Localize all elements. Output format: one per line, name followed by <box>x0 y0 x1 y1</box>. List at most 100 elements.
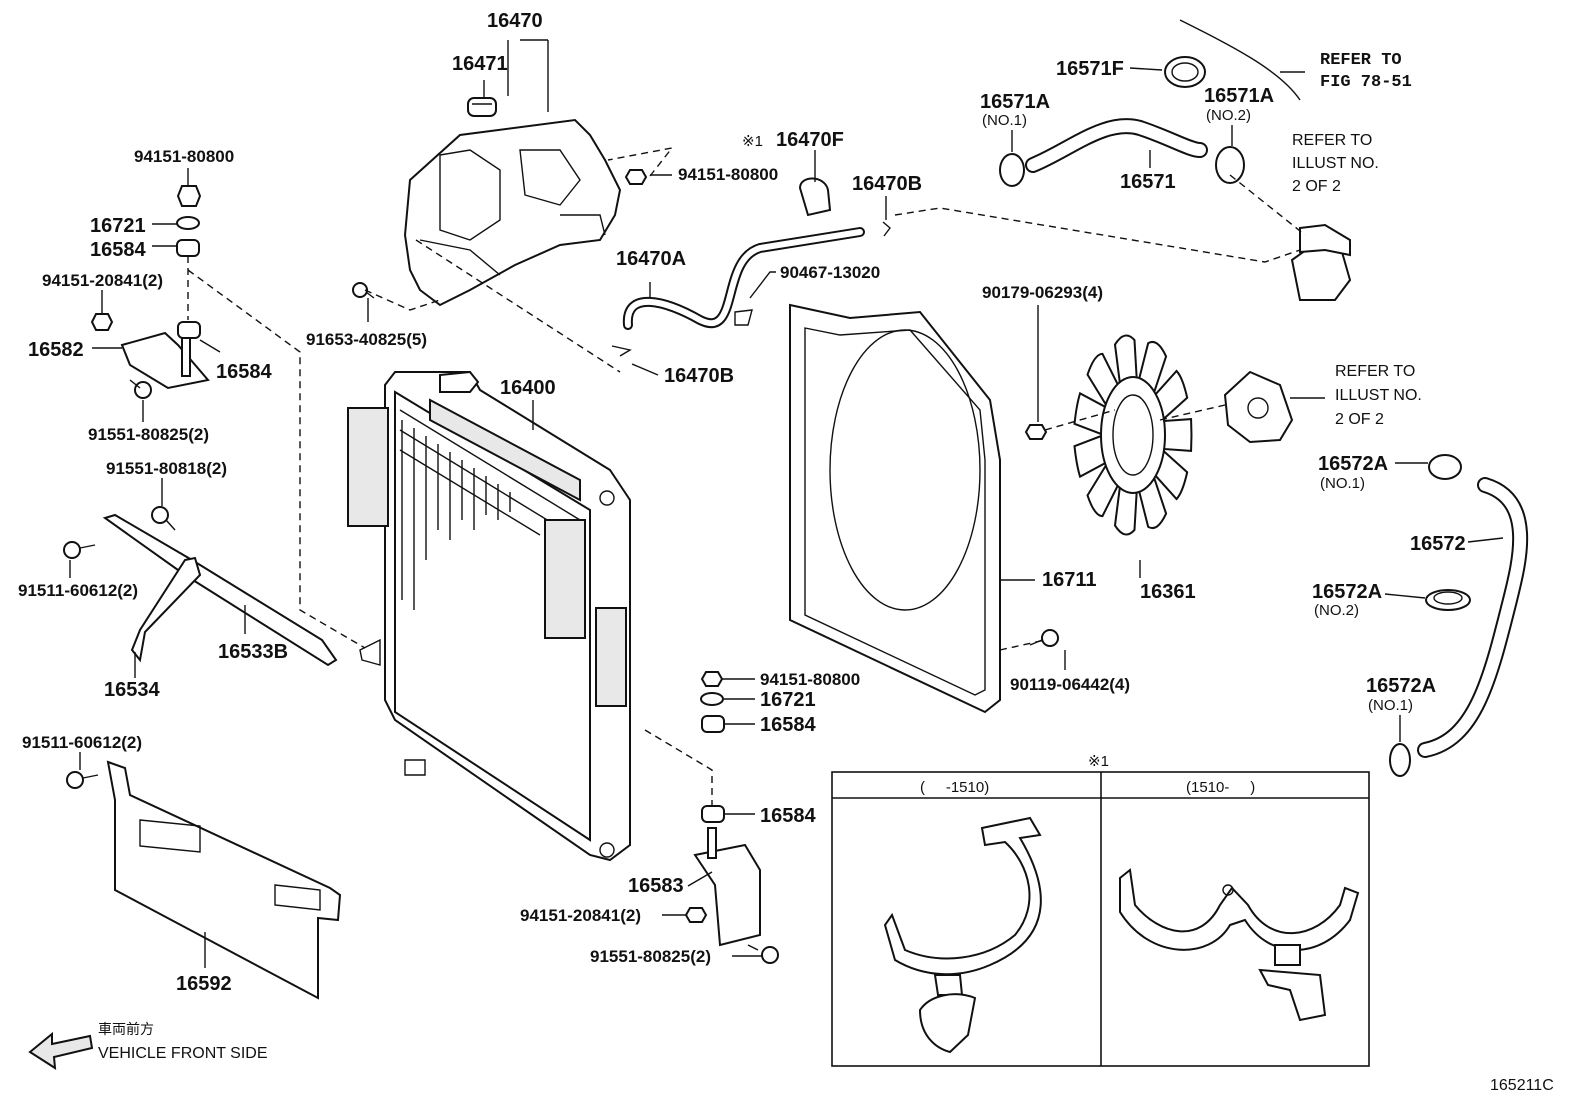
hose-clamp-16571A-no1 <box>999 153 1025 187</box>
bolt-91551-80825-left <box>129 379 152 399</box>
fan-blade <box>1113 334 1139 391</box>
figure-id: 165211C <box>1490 1077 1554 1094</box>
label-16470B-a: 16470B <box>852 173 922 195</box>
bolt-91653-40825 <box>352 282 375 299</box>
label-16572A-3-no: (NO.1) <box>1368 697 1413 714</box>
label-94151-20841-left: 94151-20841(2) <box>42 271 163 290</box>
radiator-assembly <box>347 370 631 862</box>
label-16361: 16361 <box>1140 581 1196 603</box>
fan-shroud-upper <box>403 118 622 307</box>
label-16571A-2: 16571A <box>1204 85 1274 107</box>
label-16470F: 16470F <box>776 129 844 151</box>
hose-clamp-16572A-mid <box>1425 589 1471 611</box>
label-94151-80800-upper: 94151-80800 <box>678 165 778 184</box>
label-16584-right-a: 16584 <box>760 714 816 736</box>
label-16470A: 16470A <box>616 248 686 270</box>
label-91551-80825-left: 91551-80825(2) <box>88 425 209 444</box>
bolt-91511-60612-b <box>66 771 99 789</box>
label-16584-left: 16584 <box>216 361 272 383</box>
reservoir-hose <box>622 227 865 330</box>
label-90119-06442: 90119-06442(4) <box>1010 675 1130 694</box>
fan-blade <box>1073 433 1109 479</box>
inset-labels: ※1 ( -1510) (1510- ) <box>920 753 1255 796</box>
air-guide-16592 <box>106 760 342 1000</box>
label-94151-20841-bottom: 94151-20841(2) <box>520 906 641 925</box>
label-90179-06293: 90179-06293(4) <box>982 283 1103 302</box>
label-16571A-1: 16571A <box>980 91 1050 113</box>
bolt-91511-60612-a <box>63 541 96 559</box>
label-16721-top: 16721 <box>90 215 146 237</box>
label-16572A-1-no: (NO.1) <box>1320 475 1365 492</box>
label-16533B: 16533B <box>218 641 288 663</box>
refer-illust-a-line3: 2 OF 2 <box>1292 178 1341 195</box>
label-16584-right-b: 16584 <box>760 805 816 827</box>
hose-clamp-16572A-top <box>1428 454 1462 480</box>
fan-blade <box>1113 479 1139 536</box>
refer-illust-a-line1: REFER TO <box>1292 132 1372 149</box>
stay-16534 <box>130 556 202 663</box>
label-16721-right: 16721 <box>760 689 816 711</box>
vehicle-front-arrow-icon <box>28 1031 94 1070</box>
front-japanese: 車両前方 <box>98 1021 154 1038</box>
refer-illust-b-line3: 2 OF 2 <box>1335 411 1384 428</box>
label-91511-60612-b: 91511-60612(2) <box>22 733 142 752</box>
cushion-16584-right-a <box>701 715 725 733</box>
nut-94151-80800-upper <box>624 169 648 185</box>
inset-mark: ※1 <box>1088 753 1109 770</box>
cushion-16584-left <box>177 321 201 339</box>
inset-clamp-new <box>1119 868 1360 1022</box>
label-91551-80818: 91551-80818(2) <box>106 459 227 478</box>
label-16711: 16711 <box>1042 569 1097 591</box>
support-bracket-16583 <box>693 827 761 947</box>
inset-clamp-old <box>883 816 1042 1054</box>
inset-col-left: ( -1510) <box>920 779 989 796</box>
label-16400: 16400 <box>500 377 556 399</box>
front-english: VEHICLE FRONT SIDE <box>98 1045 268 1062</box>
bolt-91551-80818 <box>151 506 176 531</box>
hose-clamp-16470F <box>798 177 832 217</box>
washer-16721-right <box>700 692 724 706</box>
hose-clamp-16572A-bottom <box>1389 743 1411 777</box>
label-94151-80800-right: 94151-80800 <box>760 670 860 689</box>
hose-clip-16470B-b <box>611 345 632 357</box>
label-16471: 16471 <box>452 53 508 75</box>
cooling-fan <box>1073 334 1193 536</box>
hose-clamp-16571F <box>1164 56 1206 88</box>
fluid-coupling <box>1223 370 1294 444</box>
nut-94151-80800-right <box>700 671 724 687</box>
nut-94151-20841-bottom <box>684 907 708 923</box>
radiator-fins <box>399 409 581 610</box>
label-16571: 16571 <box>1120 171 1176 193</box>
refer-fig-line1: REFER TO <box>1320 51 1402 70</box>
radiator-hose-lower <box>1417 477 1529 758</box>
stay-16533B <box>102 513 338 667</box>
label-16583: 16583 <box>628 875 684 897</box>
label-16572A-2-no: (NO.2) <box>1314 602 1359 619</box>
washer-16721-top <box>176 216 200 230</box>
clamp-90467-13020 <box>734 309 753 326</box>
nut-94151-80800-top <box>176 185 202 207</box>
label-91511-60612-a: 91511-60612(2) <box>18 581 138 600</box>
radiator-cap <box>467 97 497 117</box>
assembly-lines <box>187 146 1306 808</box>
refer-fig-line2: FIG 78-51 <box>1320 73 1412 92</box>
nut-94151-20841-left <box>90 313 114 331</box>
cushion-16584-right-b <box>701 805 725 823</box>
label-94151-80800-top: 94151-80800 <box>134 147 234 166</box>
refer-illust-b-line2: ILLUST NO. <box>1335 387 1422 404</box>
label-16572A-3: 16572A <box>1366 675 1436 697</box>
refer-illust-b-line1: REFER TO <box>1335 363 1415 380</box>
label-16470: 16470 <box>487 10 543 32</box>
label-16571A-2-no: (NO.2) <box>1206 107 1251 124</box>
front-direction: 車両前方 VEHICLE FRONT SIDE <box>98 1021 268 1062</box>
fan-shroud <box>789 303 1001 714</box>
leader-lines <box>69 19 1504 968</box>
nut-90179-06293 <box>1024 424 1048 440</box>
fan-blade <box>1160 418 1193 452</box>
cushion-16584-top <box>176 239 200 257</box>
bolt-91551-80825-bottom <box>747 944 779 964</box>
bolt-90119-06442 <box>1029 629 1059 647</box>
radiator-hose-upper <box>1025 118 1208 173</box>
label-16470B-b: 16470B <box>664 365 734 387</box>
